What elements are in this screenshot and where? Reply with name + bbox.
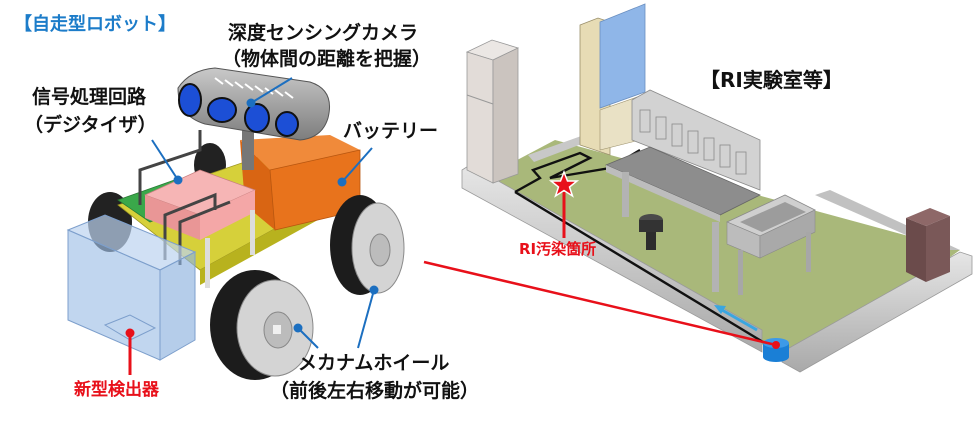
direction-arrow xyxy=(721,308,758,332)
whiteboard xyxy=(599,3,646,109)
signal-label-line1: 信号処理回路 xyxy=(32,86,147,108)
contamination-label: RI汚染箇所 xyxy=(519,240,597,258)
robot-section-title: 【自走型ロボット】 xyxy=(14,14,176,35)
wheel-label-line2: （前後左右移動が可能） xyxy=(270,380,480,402)
wheel-label-line1: メカナムホイール xyxy=(298,352,450,374)
stool xyxy=(639,214,663,250)
detector-label: 新型検出器 xyxy=(74,380,159,400)
wheel-leader-right xyxy=(357,289,375,349)
contamination-star-icon xyxy=(548,169,580,198)
lab-bench xyxy=(604,89,761,292)
lab-section-title: 【RI実験室等】 xyxy=(700,68,843,92)
robot-position-marker xyxy=(763,338,789,362)
camera-mast xyxy=(242,125,254,170)
robot-path xyxy=(514,148,641,194)
robot-location-connector xyxy=(423,260,777,347)
battery-label: バッテリー xyxy=(343,120,439,142)
signal-leader xyxy=(151,139,179,181)
lab-sink xyxy=(726,194,816,295)
cabinet xyxy=(906,208,950,282)
cable-1 xyxy=(138,130,202,205)
shelf-with-board xyxy=(579,3,646,156)
wheel-leader-front-dot xyxy=(293,323,303,333)
refrigerator xyxy=(465,39,520,184)
lab-front-wall-right xyxy=(781,251,973,373)
battery-leader xyxy=(341,147,373,183)
robot-path-main xyxy=(514,190,769,347)
cable-2 xyxy=(163,192,217,260)
detector-leader-dot xyxy=(125,328,135,338)
mecanum-wheel-front xyxy=(210,270,314,380)
battery-leader-dot xyxy=(337,177,347,187)
mecanum-wheel-right xyxy=(330,195,405,295)
wheel-leader-right-dot xyxy=(369,285,379,295)
signal-leader-dot xyxy=(173,175,183,185)
pink-circuit-box xyxy=(143,169,257,288)
camera-leader xyxy=(250,77,293,104)
camera-label-line1: 深度センシングカメラ xyxy=(228,22,419,44)
robot-illustration xyxy=(66,67,405,380)
lab-room xyxy=(461,3,973,373)
signal-label-line2: （デジタイザ） xyxy=(24,114,157,136)
new-detector xyxy=(66,214,197,361)
camera-leader-dot xyxy=(246,98,256,108)
arrow-head-icon xyxy=(714,305,726,314)
camera-label-line2: （物体間の距離を把握） xyxy=(222,48,432,70)
wheel-leader-front xyxy=(297,327,319,349)
